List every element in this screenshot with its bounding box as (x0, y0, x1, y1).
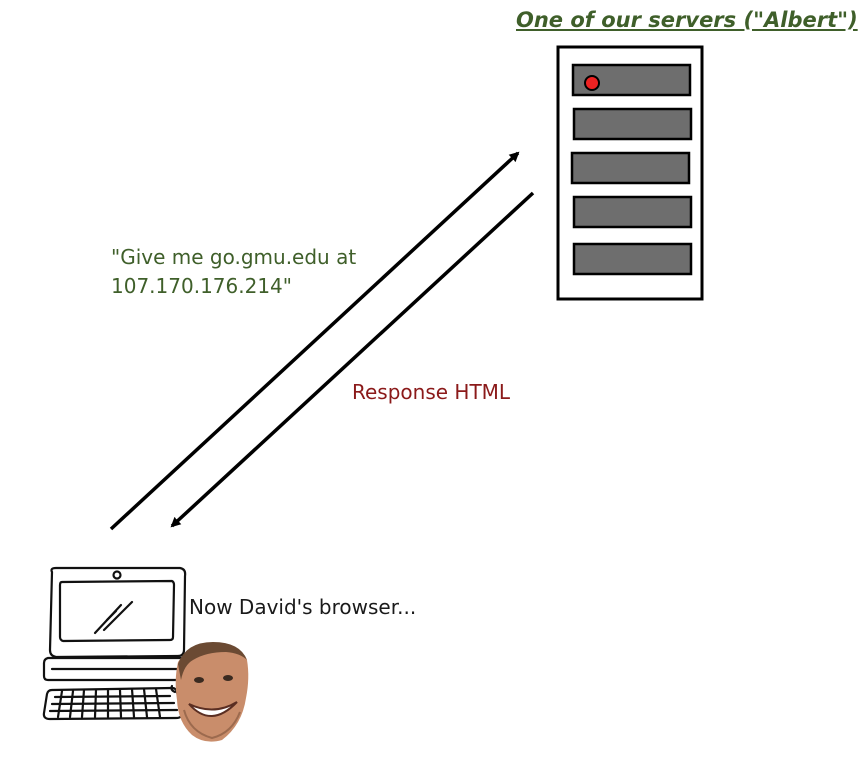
server-drive-bay (572, 195, 693, 229)
server-power-led (584, 75, 600, 91)
request-label-line-1: "Give me go.gmu.edu at (111, 245, 357, 269)
response-label: Response HTML (352, 380, 511, 404)
server-title: One of our servers ("Albert") (516, 8, 858, 32)
server-tower-icon (556, 45, 704, 301)
server-drive-bay (572, 242, 693, 276)
server-drive-bay (572, 107, 693, 141)
browser-caption: Now David's browser... (189, 595, 417, 619)
request-label-line-2: 107.170.176.214" (111, 274, 292, 298)
server-drive-bay (570, 151, 691, 185)
david-face-avatar (175, 642, 249, 742)
response-arrow (170, 191, 535, 528)
request-label: "Give me go.gmu.edu at 107.170.176.214" (111, 243, 356, 301)
desktop-computer-icon (42, 566, 188, 721)
request-arrow (109, 151, 520, 531)
